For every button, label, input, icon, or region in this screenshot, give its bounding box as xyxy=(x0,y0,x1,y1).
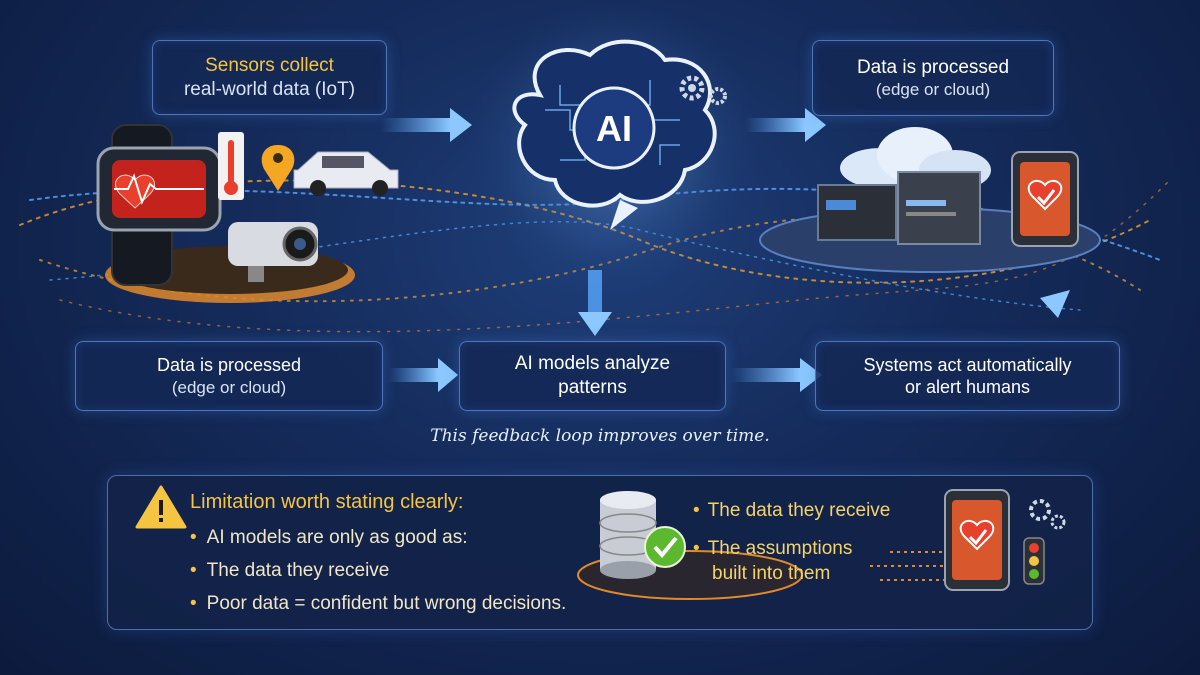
limitation-bullet-1-text: AI models are only as good as: xyxy=(206,527,468,548)
server-icon xyxy=(817,171,981,245)
arrow-flow-2 xyxy=(730,358,822,392)
arrow-ai-to-processing xyxy=(745,108,826,142)
right-bullet-1: • The data they receive xyxy=(693,500,890,522)
bullet-dot: • xyxy=(190,593,197,614)
arrow-loop-right xyxy=(1040,290,1070,318)
limitation-bullet-3-text: Poor data = confident but wrong decision… xyxy=(206,593,567,614)
car-icon xyxy=(293,151,399,196)
location-pin-icon xyxy=(261,145,295,191)
arrow-sensors-to-ai xyxy=(380,108,472,142)
limitation-bullet-3: • Poor data = confident but wrong decisio… xyxy=(190,593,566,615)
flow-box-analyze-line2: patterns xyxy=(558,377,627,398)
flow-box-analyze: AI models analyze patterns xyxy=(459,341,726,411)
flow-box-processing: Data is processed (edge or cloud) xyxy=(75,341,383,411)
processing-box-top-line2: (edge or cloud) xyxy=(875,80,991,100)
right-bullet-1-text: The data they receive xyxy=(707,500,891,521)
sensors-box-line1: Sensors collect xyxy=(205,54,334,76)
right-bullet-2-cont: built into them xyxy=(712,563,831,584)
bullet-dot: • xyxy=(190,560,197,581)
flow-box-act-line1: Systems act automatically xyxy=(863,354,1072,375)
arrow-flow-1 xyxy=(388,358,458,392)
limitation-title: Limitation worth stating clearly: xyxy=(190,491,464,513)
security-camera-icon xyxy=(228,222,318,282)
bullet-dot: • xyxy=(190,527,197,548)
arrow-ai-down xyxy=(578,270,612,336)
processing-box-top-line1: Data is processed xyxy=(856,56,1010,78)
smartphone-icon xyxy=(1011,151,1079,247)
gear-icon xyxy=(679,75,727,105)
sensors-box-line2: real-world data (IoT) xyxy=(183,78,356,100)
sensors-illustration xyxy=(96,124,399,303)
processing-illustration xyxy=(759,127,1101,273)
limitation-bullet-1: • AI models are only as good as: xyxy=(190,527,468,549)
ai-label: AI xyxy=(596,108,632,149)
limitation-bullet-2: • The data they receive xyxy=(190,560,389,582)
flow-box-act: Systems act automatically or alert human… xyxy=(815,341,1120,411)
flow-box-processing-line2: (edge or cloud) xyxy=(171,377,287,397)
flow-box-processing-line1: Data is processed xyxy=(156,355,302,376)
right-bullet-2: • The assumptions xyxy=(693,538,852,560)
feedback-caption: This feedback loop improves over time. xyxy=(430,426,770,446)
bullet-dot: • xyxy=(693,538,700,559)
flow-box-analyze-line1: AI models analyze xyxy=(514,353,671,375)
processing-box-top: Data is processed (edge or cloud) xyxy=(812,40,1054,116)
bullet-dot: • xyxy=(693,500,700,521)
right-bullet-2-text: The assumptions xyxy=(707,538,853,559)
sensors-box: Sensors collect real-world data (IoT) xyxy=(152,40,387,115)
flow-box-act-line2: or alert humans xyxy=(904,377,1031,397)
limitation-bullet-2-text: The data they receive xyxy=(206,560,390,581)
ai-brain-illustration xyxy=(512,39,717,230)
smartwatch-icon xyxy=(96,124,222,286)
thermometer-icon xyxy=(218,132,244,200)
